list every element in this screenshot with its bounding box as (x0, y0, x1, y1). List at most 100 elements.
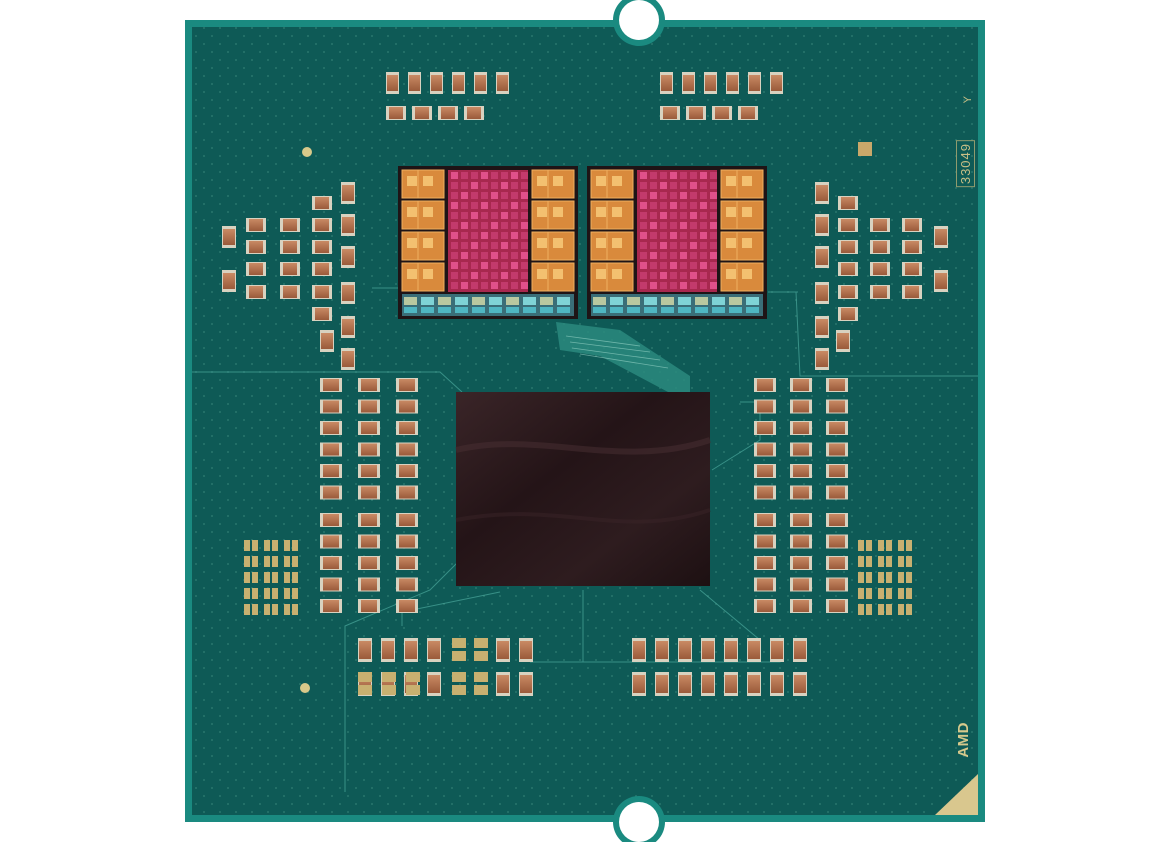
capacitor (826, 378, 848, 392)
ccd-cache-cell (451, 182, 458, 189)
capacitor (790, 485, 812, 500)
capacitor (826, 442, 848, 457)
capacitor (341, 316, 355, 338)
ccd-core-detail (537, 269, 547, 279)
ccd-cache-cell (491, 242, 498, 249)
gold-pad (382, 685, 396, 695)
ccd-cache-cell (451, 212, 458, 219)
ccd-cache-cell (481, 272, 488, 279)
ccd-cache-cell (521, 252, 528, 259)
gold-pad (866, 556, 872, 567)
capacitor (754, 534, 776, 549)
ccd-cache-cell (501, 232, 508, 239)
ccd-cache-cell (660, 172, 667, 179)
ccd-io-cell (455, 297, 468, 305)
ccd-cache-cell (660, 202, 667, 209)
ccd-core-detail (742, 269, 752, 279)
ccd-cache-region (448, 170, 528, 292)
capacitor (412, 106, 432, 120)
ccd-core-detail (596, 238, 606, 248)
capacitor (320, 464, 342, 478)
ccd-cache-cell (501, 182, 508, 189)
ccd-cache-cell (471, 182, 478, 189)
fiducial (858, 142, 872, 156)
ccd-cache-cell (521, 182, 528, 189)
ccd-io-cell (593, 297, 606, 305)
gold-pad (866, 572, 872, 583)
ccd-cache-cell (650, 272, 657, 279)
ccd-core-block (736, 231, 764, 261)
ccd-cache-cell (680, 272, 687, 279)
capacitor (396, 577, 418, 592)
capacitor (790, 556, 812, 570)
capacitor (358, 534, 380, 549)
capacitor (826, 513, 848, 527)
ccd-cache-cell (640, 172, 647, 179)
ccd-cache-cell (481, 182, 488, 189)
gold-pad (886, 556, 892, 567)
ccd-cache-cell (650, 242, 657, 249)
ccd-cache-cell (660, 282, 667, 289)
ccd-cache-cell (680, 282, 687, 289)
capacitor (358, 513, 380, 527)
ccd-io-cell (593, 307, 606, 313)
ccd-cache-cell (640, 182, 647, 189)
gold-pad (858, 556, 864, 567)
capacitor (793, 638, 807, 662)
ccd-cache-cell (680, 212, 687, 219)
ccd-cache-cell (501, 202, 508, 209)
capacitor (438, 106, 458, 120)
gold-pad (244, 588, 250, 599)
capacitor (838, 240, 858, 254)
capacitor (246, 262, 266, 276)
ccd-cache-cell (650, 182, 657, 189)
gold-pad (252, 604, 258, 615)
ccd-core-detail (726, 207, 736, 217)
ccd-cache-cell (491, 182, 498, 189)
ccd-cache-cell (690, 282, 697, 289)
gold-pad (858, 540, 864, 551)
traces (192, 287, 978, 792)
gold-pad (898, 540, 904, 551)
ccd-core-detail (537, 176, 547, 186)
capacitor (790, 599, 812, 613)
ccd-cache-cell (491, 202, 498, 209)
ccd-cache-cell (481, 252, 488, 259)
ccd-io-cell (489, 307, 502, 313)
gold-pad (244, 572, 250, 583)
ccd-io-cell (678, 297, 691, 305)
ccd-cache-cell (521, 202, 528, 209)
ccd-core-detail (537, 238, 547, 248)
capacitor (754, 378, 776, 392)
ccd-cache-cell (700, 192, 707, 199)
gold-pad (264, 572, 270, 583)
ccd-cache-cell (650, 172, 657, 179)
ccd-cache-cell (660, 242, 667, 249)
capacitor (396, 599, 418, 613)
ccd-cache-cell (710, 222, 717, 229)
ccd-cache-cell (481, 282, 488, 289)
ccd-io-cell (729, 297, 742, 305)
capacitor (748, 72, 761, 94)
brand-logo: AMD (955, 722, 972, 758)
capacitor (381, 638, 395, 662)
ccd-cache-cell (670, 242, 677, 249)
ccd-core-detail (407, 269, 417, 279)
capacitor (826, 599, 848, 613)
capacitor (280, 285, 300, 299)
ccd-core-detail (742, 207, 752, 217)
gold-pad (272, 588, 278, 599)
ccd-cache-cell (491, 192, 498, 199)
capacitor (815, 282, 829, 304)
capacitor (724, 672, 738, 696)
capacitor (790, 442, 812, 457)
capacitor (902, 285, 922, 299)
capacitor (320, 599, 342, 613)
ccd-cache-cell (491, 172, 498, 179)
capacitor (396, 378, 418, 392)
ccd-cache-cell (700, 172, 707, 179)
gold-pad (906, 572, 912, 583)
ccd-core-detail (726, 176, 736, 186)
gold-pad (284, 556, 290, 567)
gold-pad (858, 604, 864, 615)
